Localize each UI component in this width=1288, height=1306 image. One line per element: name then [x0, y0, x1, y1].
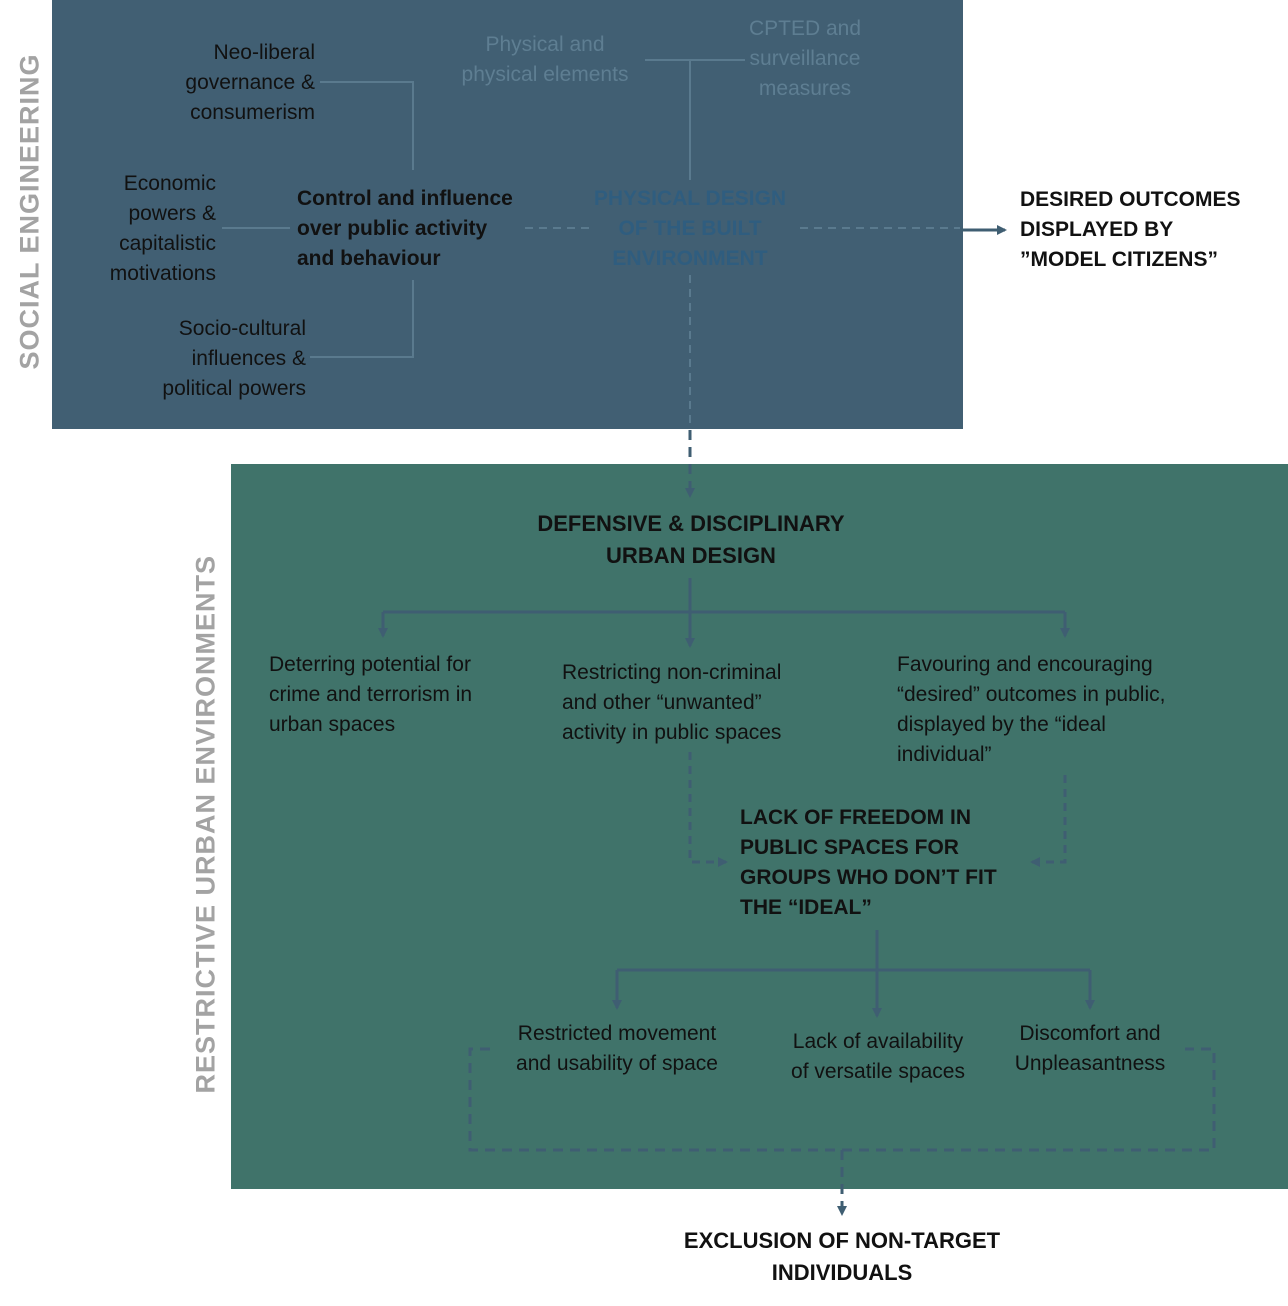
effect-restricted-movement: Restricted movement and usability of spa…	[516, 1022, 718, 1075]
branch-favouring: Favouring and encouraging “desired” outc…	[897, 653, 1166, 766]
faint-node-cpted: CPTED and surveillance measures	[748, 17, 862, 100]
section-label-social-engineering: SOCIAL ENGINEERING	[14, 53, 45, 370]
section-label-restrictive-environments: RESTRICTIVE URBAN ENVIRONMENTS	[190, 554, 221, 1094]
driver-neoliberal: Neo-liberal governance & consumerism	[185, 41, 315, 124]
control-node: Control and influence over public activi…	[297, 187, 513, 270]
branch-restricting: Restricting non-criminal and other “unwa…	[562, 661, 782, 744]
effect-discomfort: Discomfort and Unpleasantness	[1014, 1022, 1166, 1075]
exclusion-node: EXCLUSION OF NON-TARGET INDIVIDUALS	[683, 1228, 1001, 1285]
lack-of-freedom-node: LACK OF FREEDOM IN PUBLIC SPACES FOR GRO…	[740, 806, 997, 919]
desired-outcomes-node: DESIRED OUTCOMES DISPLAYED BY ”MODEL CIT…	[1020, 188, 1241, 271]
physical-design-node: PHYSICAL DESIGN OF THE BUILT ENVIRONMENT	[593, 187, 787, 270]
social-engineering-panel	[52, 0, 963, 429]
driver-economic: Economic powers & capitalistic motivatio…	[109, 172, 216, 285]
branch-deterring: Deterring potential for crime and terror…	[269, 653, 473, 736]
driver-sociocultural: Socio-cultural influences & political po…	[162, 317, 306, 400]
faint-node-physical-elements: Physical and physical elements	[461, 33, 629, 86]
effect-availability: Lack of availability of versatile spaces	[791, 1030, 965, 1083]
defensive-design-node: DEFENSIVE & DISCIPLINARY URBAN DESIGN	[537, 511, 845, 568]
